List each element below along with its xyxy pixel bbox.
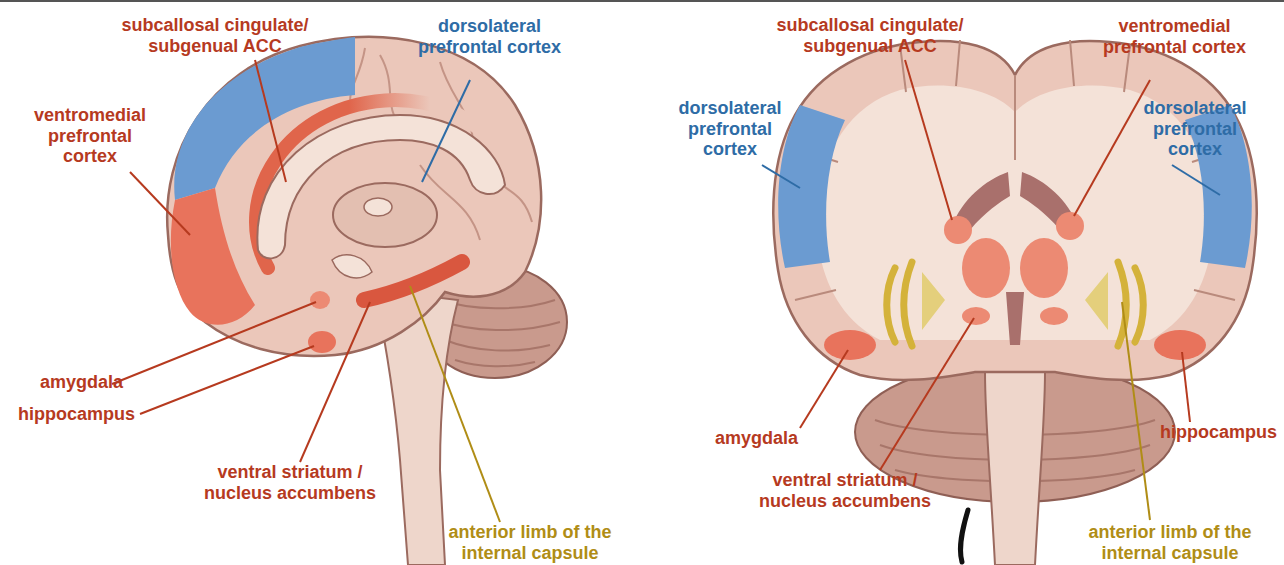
amygdala-region (310, 291, 330, 309)
region-label: ventromedial prefrontal cortex (25, 105, 155, 167)
leader-lines-left (112, 60, 500, 522)
ventral-striatum-region (962, 238, 1010, 298)
leader-line (762, 165, 800, 188)
ventromedial-prefrontal-region (171, 188, 255, 325)
region-label: ventromedial prefrontal cortex (1087, 16, 1262, 57)
region-label: dorsolateral prefrontal cortex (665, 98, 795, 160)
region-label: ventral striatum / nucleus accumbens (190, 462, 390, 503)
region-label: amygdala (715, 428, 835, 449)
hippocampus-region (1154, 330, 1206, 360)
hypothalamus (332, 255, 372, 278)
nucleus-accumbens-region (1040, 307, 1068, 325)
region-label: ventral striatum / nucleus accumbens (745, 470, 945, 511)
pen-mark (960, 510, 968, 562)
leader-line (410, 286, 500, 522)
leader-line (130, 172, 190, 235)
brainstem (985, 372, 1045, 565)
ventricles (952, 172, 1078, 345)
region-label: amygdala (40, 372, 160, 393)
leader-line (800, 350, 848, 428)
thalamus (333, 183, 437, 247)
region-label: dorsolateral prefrontal cortex (402, 16, 577, 57)
leader-line (255, 60, 286, 182)
nucleus-accumbens-region (962, 307, 990, 325)
ventral-striatum-region (1020, 238, 1068, 298)
dorsolateral-prefrontal-region (778, 105, 845, 268)
hippocampus-region (308, 331, 336, 353)
sagittal-brain (167, 37, 567, 565)
region-label: hippocampus (1160, 422, 1284, 443)
cerebrum (167, 37, 541, 356)
lentiform-nucleus (922, 272, 1108, 330)
ventromedial-prefrontal-region (1056, 212, 1084, 240)
leader-line (422, 80, 470, 182)
interthalamic-adhesion (364, 198, 392, 216)
leader-line (1182, 352, 1190, 422)
region-label: anterior limb of the internal capsule (430, 522, 630, 563)
amygdala-region (824, 330, 876, 360)
corpus-callosum (257, 115, 505, 258)
region-label: anterior limb of the internal capsule (1070, 522, 1270, 563)
leader-line (1074, 80, 1150, 216)
sulci (785, 40, 1245, 300)
top-rule (0, 0, 1284, 2)
leader-line (112, 302, 316, 384)
region-label: subcallosal cingulate/ subgenual ACC (745, 15, 995, 56)
internal-capsule (887, 262, 1144, 346)
leader-line (1172, 165, 1220, 195)
region-label: dorsolateral prefrontal cortex (1130, 98, 1260, 160)
hemispheres (773, 41, 1256, 380)
leader-lines-right (762, 60, 1220, 520)
leader-line (1122, 302, 1150, 520)
leader-line (300, 302, 370, 462)
region-label: subcallosal cingulate/ subgenual ACC (90, 15, 340, 56)
leader-line (905, 60, 952, 220)
subgenual-acc-region (944, 216, 972, 244)
region-label: hippocampus (18, 404, 148, 425)
leader-line (880, 318, 974, 470)
leader-line (140, 346, 314, 414)
